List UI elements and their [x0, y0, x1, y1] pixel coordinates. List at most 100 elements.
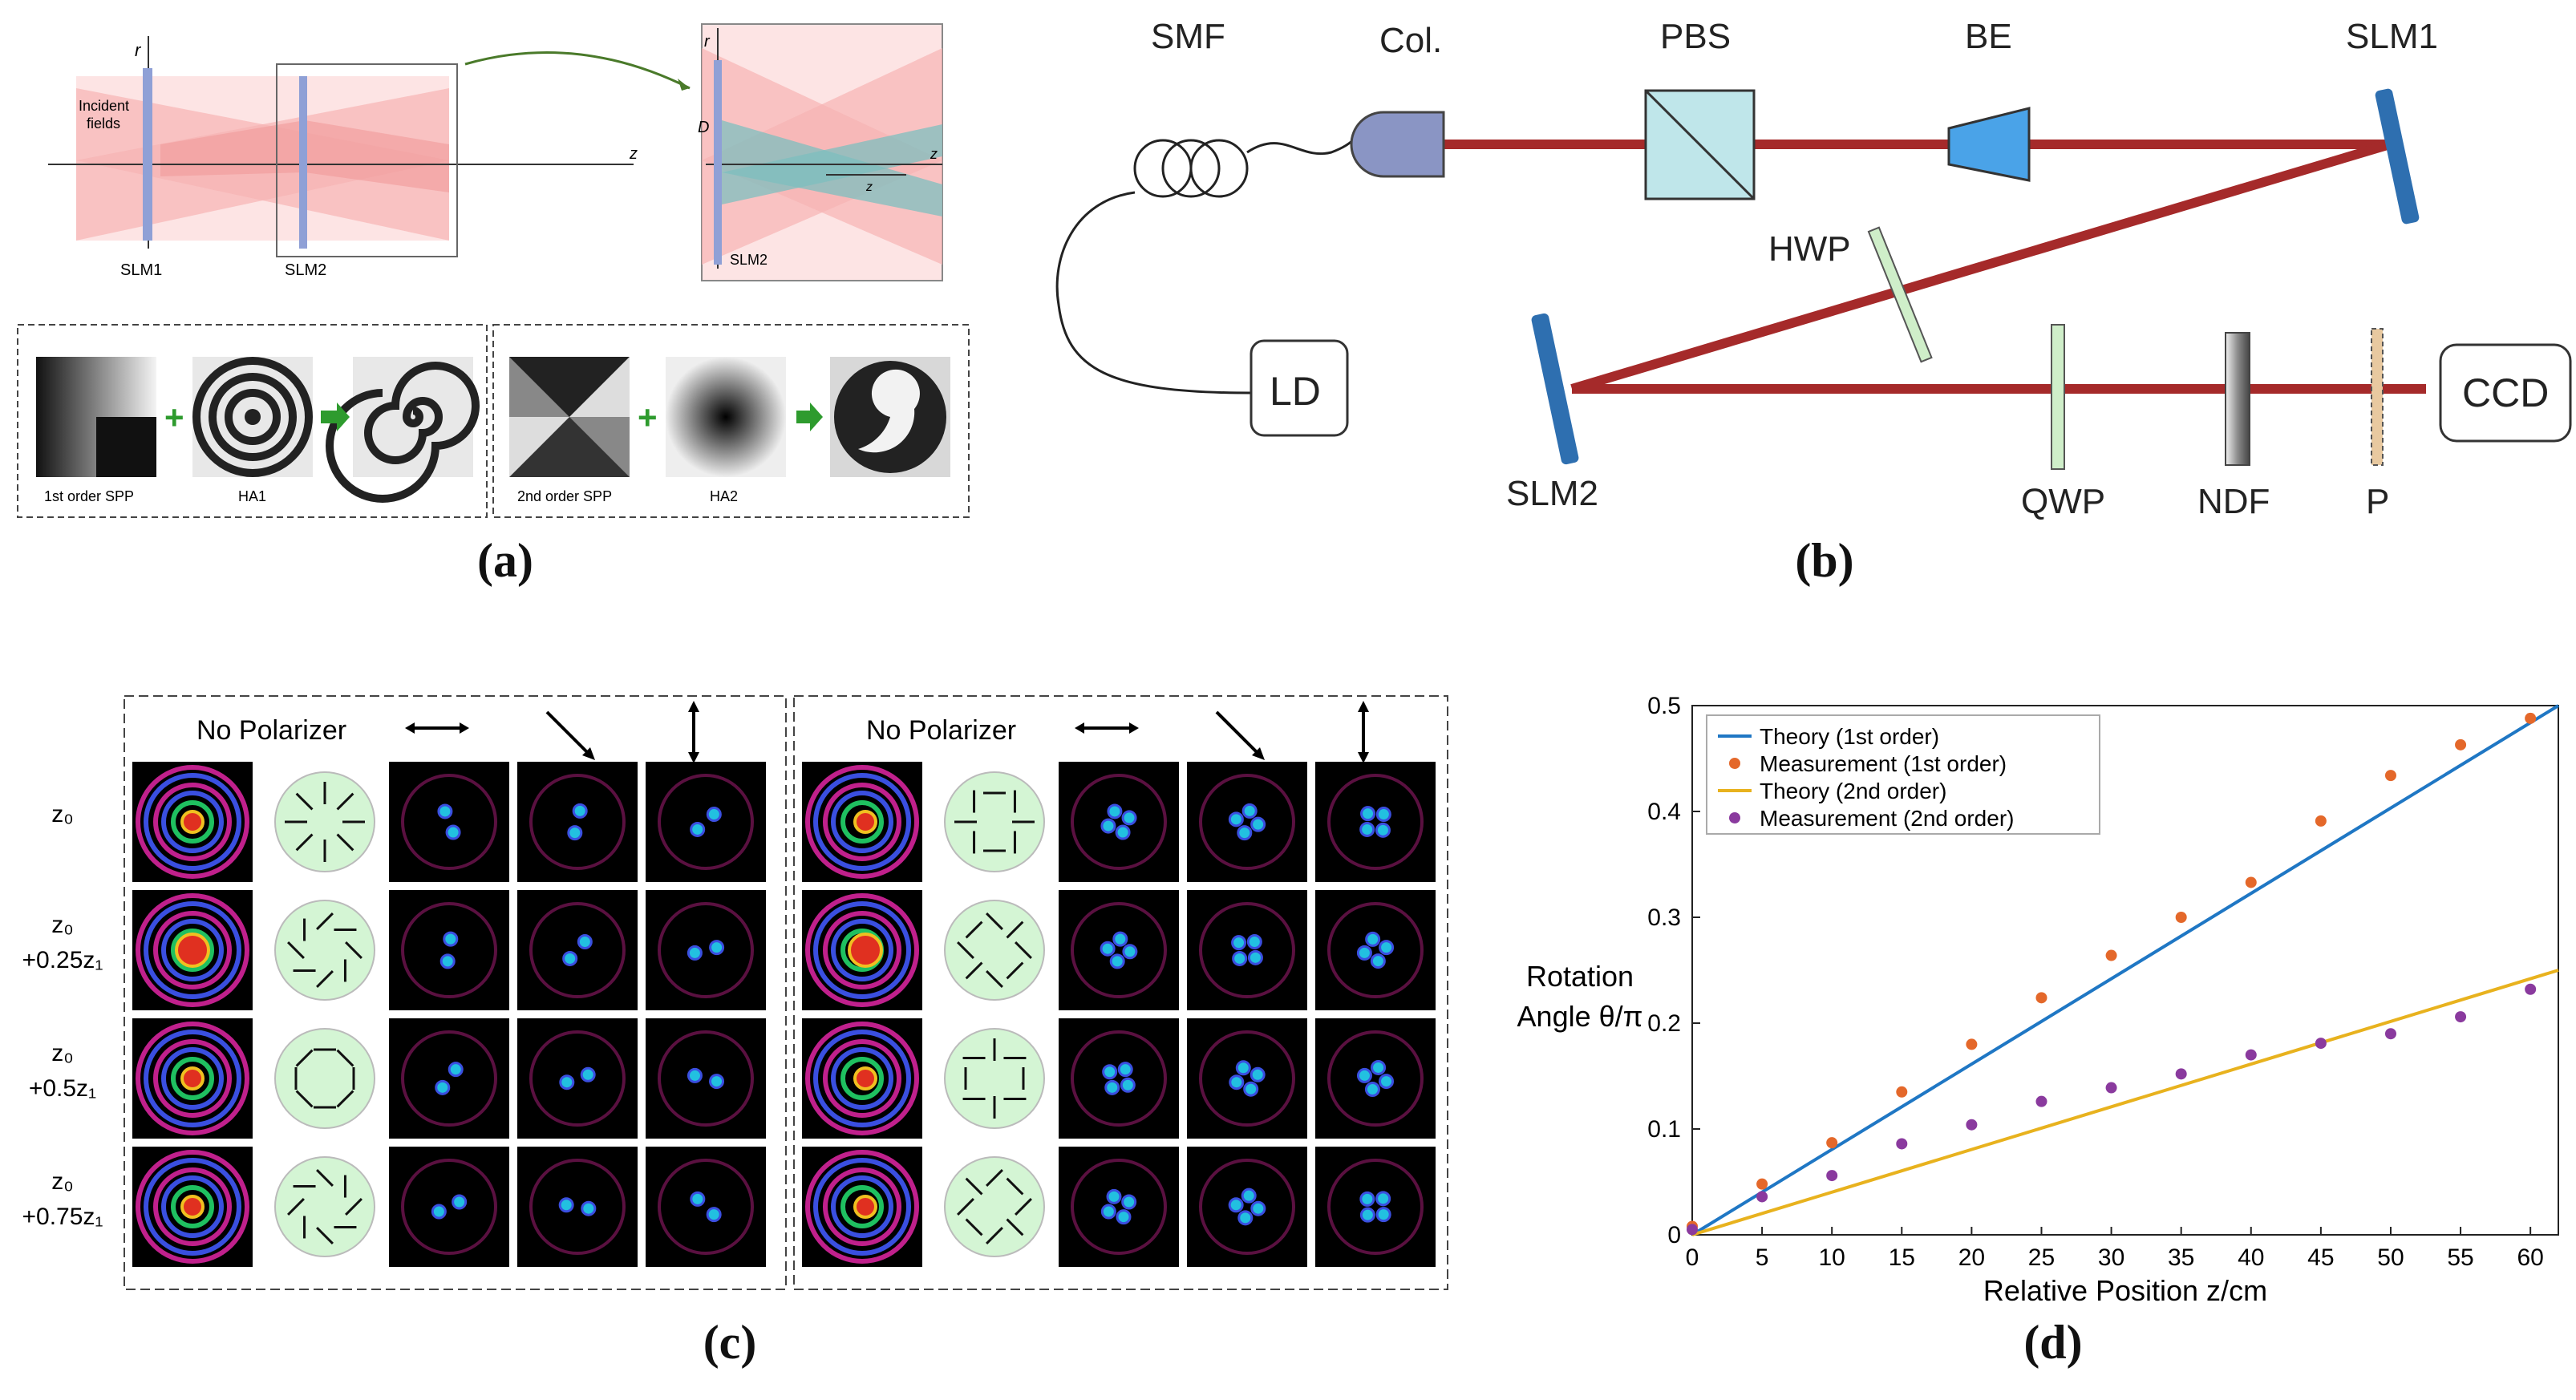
diagonal-arrow-icon: [1215, 710, 1265, 760]
arrow-1: [321, 403, 350, 431]
slm1-label-b: SLM1: [2346, 17, 2438, 56]
y-tick-label: 0.2: [1647, 1010, 1681, 1037]
data-point: [2525, 983, 2537, 995]
intensity-image: [802, 1147, 922, 1267]
row-label: z₀: [51, 1168, 73, 1195]
row-label: +0.25z₁: [22, 947, 103, 973]
slm2-label-b: SLM2: [1506, 474, 1598, 513]
filtered-intensity-image: [517, 1018, 638, 1139]
spp2-image: [509, 357, 630, 477]
filtered-intensity-image: [1059, 762, 1179, 882]
filtered-intensity-image: [517, 890, 638, 1010]
intensity-image: [132, 890, 253, 1010]
panel-a-figure: r z Incident fields SLM1 SLM2 r z D z SL…: [17, 23, 970, 518]
slm1-mirror: [2375, 88, 2420, 225]
y-tick-label: 0.1: [1647, 1116, 1681, 1143]
slm2-label: SLM2: [285, 261, 326, 279]
ha1-image: [192, 357, 313, 477]
filtered-intensity-image: [1315, 890, 1436, 1010]
result1-image: [326, 357, 480, 503]
filtered-intensity-image: [1187, 762, 1307, 882]
filtered-intensity-image: [389, 890, 509, 1010]
y-tick-label: 0.4: [1647, 799, 1681, 825]
data-point: [1966, 1038, 1978, 1050]
polarization-map: [944, 900, 1045, 1001]
polarization-map: [944, 1028, 1045, 1129]
laser-diode: [1250, 339, 1349, 437]
caption-c: (c): [703, 1316, 757, 1369]
col-label: Col.: [1379, 21, 1442, 60]
beam-expander: [1947, 107, 2031, 182]
data-point: [2175, 912, 2187, 923]
data-point: [2384, 1028, 2396, 1040]
result2-image: [830, 357, 950, 477]
data-point: [1896, 1138, 1908, 1150]
legend-entry: Measurement (1st order): [1760, 751, 2007, 776]
y-tick-label: 0.3: [1647, 904, 1681, 931]
plus-2: +: [638, 399, 658, 436]
slm1-label: SLM1: [120, 261, 162, 279]
collimator: [1350, 111, 1445, 178]
incident-label-2: fields: [87, 115, 120, 132]
data-point: [1687, 1224, 1698, 1236]
filtered-intensity-image: [389, 1147, 509, 1267]
spp1-label: 1st order SPP: [44, 488, 134, 504]
diagonal-arrow-icon: [545, 710, 595, 760]
p-label: P: [2366, 482, 2389, 521]
filtered-intensity-image: [1187, 1018, 1307, 1139]
filtered-intensity-image: [389, 762, 509, 882]
data-point: [2245, 1049, 2257, 1061]
inset-r-label: r: [704, 33, 711, 51]
x-tick-label: 25: [2028, 1244, 2055, 1271]
inset-diagram: r z D z SLM2: [698, 23, 943, 281]
intensity-image: [132, 1147, 253, 1267]
filtered-intensity-image: [1187, 1147, 1307, 1267]
intensity-image: [132, 762, 253, 882]
filtered-intensity-image: [517, 762, 638, 882]
series-line-2: [1691, 969, 2559, 1236]
vertical-arrow-icon: [1358, 701, 1369, 763]
x-tick-label: 40: [2238, 1244, 2264, 1271]
ha1-label: HA1: [238, 488, 266, 504]
filtered-intensity-image: [1059, 1147, 1179, 1267]
spp2-label: 2nd order SPP: [517, 488, 612, 504]
smf-label: SMF: [1151, 17, 1225, 56]
filtered-intensity-image: [517, 1147, 638, 1267]
polarization-map: [274, 1028, 375, 1129]
x-tick-label: 5: [1756, 1244, 1769, 1271]
legend-marker-swatch: [1729, 812, 1740, 823]
series-line-0: [1691, 704, 2560, 1236]
y-tick-label: 0: [1667, 1222, 1681, 1248]
filtered-intensity-image: [1059, 890, 1179, 1010]
x-tick-label: 50: [2377, 1244, 2404, 1271]
data-point: [1756, 1191, 1768, 1203]
caption-a: (a): [477, 534, 533, 587]
filtered-intensity-image: [646, 1147, 766, 1267]
row-label: z₀: [51, 1040, 73, 1066]
filtered-intensity-image: [1315, 762, 1436, 882]
be-label: BE: [1965, 17, 2012, 56]
filtered-intensity-image: [1059, 1018, 1179, 1139]
legend-entry: Measurement (2nd order): [1760, 806, 2014, 831]
zoom-arrow: [464, 51, 691, 90]
panel-b-figure: SMF Col. PBS BE SLM1 HWP LD SLM2 QWP NDF…: [1055, 17, 2572, 521]
intensity-image: [802, 890, 922, 1010]
group-1-header-no-polarizer: No Polarizer: [866, 715, 1016, 746]
ndf-filter: [2225, 332, 2250, 466]
x-tick-label: 60: [2517, 1244, 2543, 1271]
legend-entry: Theory (1st order): [1760, 724, 1939, 749]
ha2-label: HA2: [710, 488, 738, 504]
qwp-label: QWP: [2021, 482, 2105, 521]
ld-label: LD: [1270, 369, 1321, 414]
data-point: [2035, 992, 2047, 1004]
polarization-map: [944, 771, 1045, 872]
axis-r-label: r: [135, 40, 142, 60]
x-axis-label: Relative Position z/cm: [1983, 1274, 2267, 1307]
polarization-map: [274, 900, 375, 1001]
inset-z-label: z: [930, 146, 938, 162]
row-label: z₀: [51, 801, 73, 827]
